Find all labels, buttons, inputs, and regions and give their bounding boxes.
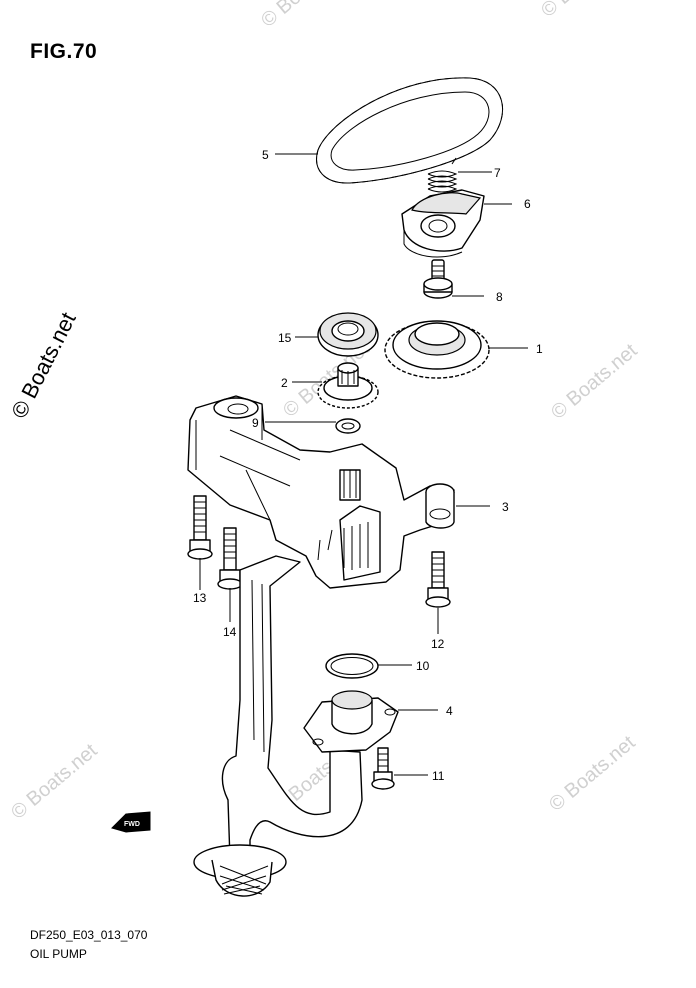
fwd-arrow-label: FWD: [124, 821, 140, 828]
watermark-text: © Boats.net: [7, 739, 102, 823]
callout-10: 10: [416, 659, 430, 673]
bearing: [317, 312, 379, 357]
drive-sprocket: [317, 362, 379, 409]
diagram-name: OIL PUMP: [30, 947, 87, 961]
watermark-text: © Boats.net: [545, 731, 640, 815]
callout-4: 4: [446, 704, 453, 718]
o-ring: [325, 653, 379, 679]
oil-strainer: [193, 555, 399, 897]
strainer-bolt: [371, 747, 395, 790]
figure-title: FIG.70: [30, 40, 98, 63]
callout-7: 7: [494, 166, 501, 180]
tensioner-spring: [427, 157, 458, 193]
watermark-text: © Boats.net: [257, 0, 352, 32]
callout-2: 2: [281, 376, 288, 390]
oil-pump-body: [187, 395, 455, 589]
callout-5: 5: [262, 148, 269, 162]
chain-tensioner: [401, 189, 485, 258]
pump-bolt-14: [217, 527, 243, 590]
callout-labels: 5 7 6 8 15 1 2 9 3 13 14 12 10 4 11: [193, 148, 543, 783]
callout-1: 1: [536, 342, 543, 356]
watermark-text: © Boats.net: [547, 339, 642, 423]
tensioner-bolt: [423, 259, 453, 299]
callout-15: 15: [278, 331, 292, 345]
callout-3: 3: [502, 500, 509, 514]
primary-watermark: © Boats.net: [6, 308, 81, 422]
pump-bolt-13: [187, 495, 213, 560]
fwd-arrow: FWD: [111, 811, 151, 833]
callout-13: 13: [193, 591, 207, 605]
watermark-text: © Boats.net: [537, 0, 632, 22]
pump-bolt-12: [425, 551, 451, 608]
drive-chain: [316, 77, 504, 184]
driven-sprocket: [384, 320, 490, 379]
callout-8: 8: [496, 290, 503, 304]
callout-11: 11: [432, 769, 445, 783]
callout-12: 12: [431, 637, 445, 651]
callout-9: 9: [252, 416, 259, 430]
callout-14: 14: [223, 625, 237, 639]
washer: [335, 418, 361, 434]
washer-hole: [341, 422, 355, 430]
diagram-code: DF250_E03_013_070: [30, 928, 148, 942]
leader-lines: [199, 153, 528, 776]
watermark-group: © Boats.net © Boats.net © Boats.net © Bo…: [7, 0, 642, 824]
callout-6: 6: [524, 197, 531, 211]
